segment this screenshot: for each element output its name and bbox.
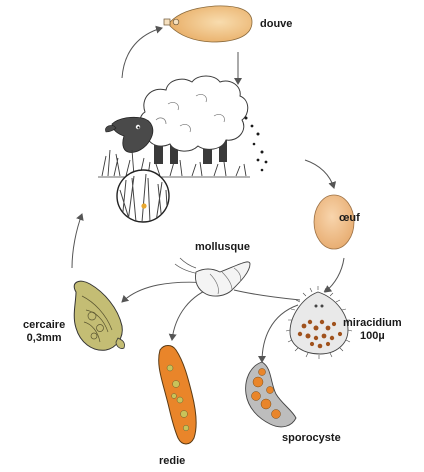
arrow-sheep-to-egg [304, 159, 337, 189]
sporocyst-icon [245, 361, 297, 428]
label-douve: douve [260, 18, 293, 30]
arrow-cercaire-to-sheep [71, 213, 84, 269]
arrow-miracidium-to-snail [233, 289, 301, 301]
liver-fluke-icon [163, 5, 253, 43]
grass-cyst-magnifier-icon [116, 169, 170, 223]
arrow-sheep-to-douve [121, 25, 163, 79]
label-redie: redie [159, 455, 186, 467]
label-oeuf: œuf [339, 212, 360, 224]
label-miracidium-name: miracidium [343, 317, 402, 329]
sheep-icon [98, 75, 268, 178]
cercaria-icon [73, 280, 125, 351]
arrow-miracidium-to-sporocyste [258, 304, 299, 363]
label-sporocyste: sporocyste [282, 432, 341, 444]
label-mollusque: mollusque [195, 241, 251, 253]
arrow-egg-to-miracidium [324, 257, 345, 293]
miracidium-icon [285, 286, 353, 359]
label-cercaire: cercaire 0,3mm [23, 319, 65, 345]
egg-icon [313, 194, 355, 250]
label-cercaire-size: 0,3mm [26, 332, 62, 344]
snail-icon [174, 257, 251, 297]
label-miracidium-size: 100µ [359, 330, 385, 342]
redia-icon [158, 345, 197, 445]
label-cercaire-name: cercaire [23, 319, 66, 331]
label-miracidium: miracidium 100µ [343, 317, 402, 343]
